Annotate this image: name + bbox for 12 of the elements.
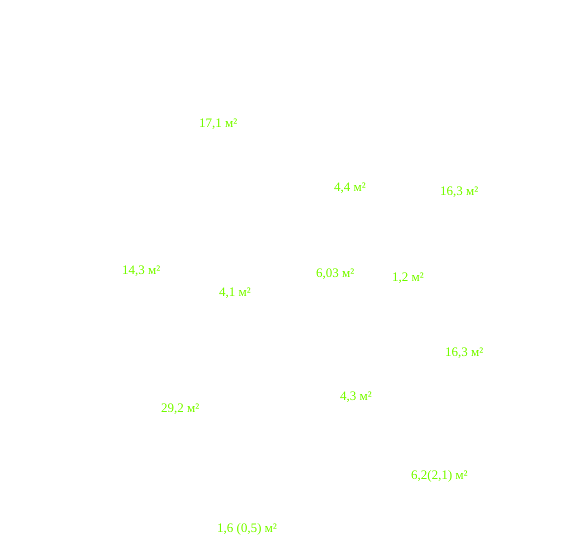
area-label: 4,3 м² <box>340 388 372 404</box>
area-label: 6,2(2,1) м² <box>411 467 468 483</box>
area-label: 6,03 м² <box>316 265 354 281</box>
area-label: 1,2 м² <box>392 269 424 285</box>
area-label: 4,4 м² <box>334 179 366 195</box>
area-label: 4,1 м² <box>219 284 251 300</box>
area-label: 16,3 м² <box>440 183 478 199</box>
area-label: 17,1 м² <box>199 115 238 131</box>
area-label: 16,3 м² <box>445 344 484 360</box>
area-label: 1,6 (0,5) м² <box>217 520 277 536</box>
area-label: 14,3 м² <box>122 262 160 278</box>
area-label: 29,2 м² <box>161 400 200 416</box>
